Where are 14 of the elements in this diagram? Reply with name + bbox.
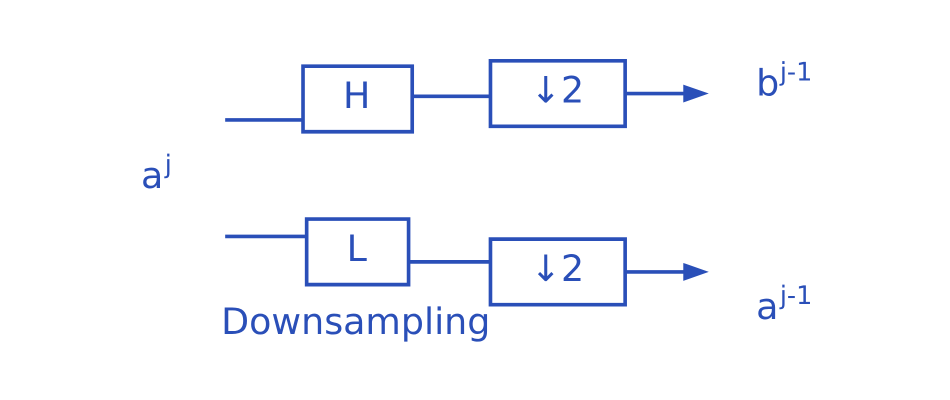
- connector: [225, 234, 306, 238]
- node-box: L: [304, 217, 410, 286]
- node-text: a$^{j}$: [141, 150, 172, 198]
- node-text: b$^{j-1}$: [756, 57, 812, 104]
- connector: [225, 118, 303, 122]
- arrow: [625, 84, 709, 102]
- node-text: a$^{j-1}$: [756, 281, 812, 328]
- node-box: H: [301, 64, 414, 134]
- node-label: Downsampling: [221, 300, 490, 343]
- connector: [412, 94, 490, 98]
- node-box: ↓2: [488, 237, 627, 306]
- arrow: [625, 262, 709, 281]
- connector: [408, 260, 490, 264]
- node-box: ↓2: [488, 58, 627, 128]
